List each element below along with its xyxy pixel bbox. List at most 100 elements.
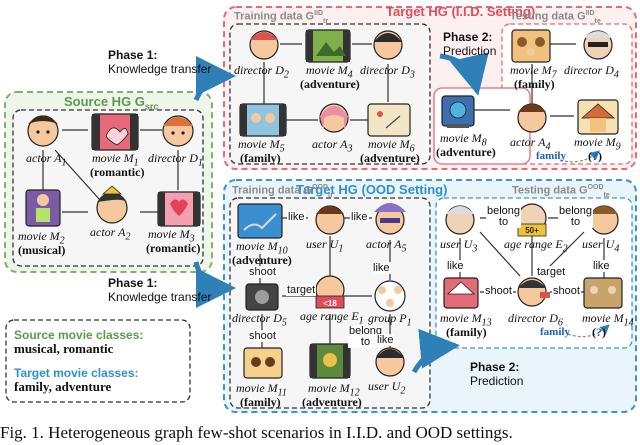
phase1-bottom-arrow: [193, 261, 236, 308]
class-movie-m3: (romantic): [146, 241, 201, 255]
class-movie-m10: (adventure): [232, 253, 292, 267]
actor-a4-icon: [517, 103, 547, 133]
label-user-u2: user U2: [368, 379, 406, 397]
label-user-u4: user U4: [582, 237, 620, 255]
label-movie-m5: movie M5: [238, 137, 285, 155]
class-movie-m1: (romantic): [90, 165, 145, 179]
class-movie-m5: (family): [240, 151, 281, 165]
movie-m4-icon: [305, 29, 351, 63]
label-movie-m6: movie M6: [368, 137, 415, 155]
label-director-d3: director D3: [360, 63, 415, 81]
movie-m5-icon: [239, 103, 287, 137]
ood-query-class: family: [540, 326, 570, 338]
label-actor-a2: actor A2: [90, 225, 131, 243]
actor-a2-icon: [96, 185, 128, 224]
director-d2-icon: [249, 30, 279, 60]
edge-target-1: target: [286, 284, 317, 296]
label-movie-m4: movie M4: [306, 63, 353, 81]
edge-shoot-1: shoot: [248, 266, 277, 278]
user-u1-icon: [315, 205, 345, 235]
ood-test-box: [435, 197, 633, 349]
label-movie-m12: movie M12: [308, 381, 360, 399]
class-movie-m6: (adventure): [360, 151, 420, 165]
label-actor-a1: actor A1: [26, 151, 67, 169]
label-movie-m7: movie M7: [510, 63, 557, 81]
class-movie-m8: (adventure): [436, 145, 496, 159]
actor-a3-icon: [319, 103, 349, 133]
class-movie-m4: (adventure): [300, 77, 360, 91]
edge-shoot-2: shoot: [248, 330, 277, 342]
edge-like-3: like: [372, 262, 391, 274]
edge-like-1: like: [287, 211, 306, 223]
actor-a5-icon: [374, 203, 406, 235]
movie-m3-icon: [157, 191, 201, 227]
class-movie-m7: (family): [514, 77, 555, 91]
director-d6-icon: [517, 277, 550, 307]
class-movie-m2: (musical): [18, 243, 66, 257]
legend-target: Target movie classes: family, adventure: [14, 366, 139, 394]
label-director-d4: director D4: [564, 63, 619, 81]
actor-a1-icon: [27, 115, 59, 147]
edge-shoot-3: shoot: [484, 285, 513, 297]
movie-m9-icon: [577, 99, 619, 135]
movie-m12-icon: [309, 343, 351, 379]
ood-query-arrow: [567, 324, 610, 338]
user-u4-icon: [589, 205, 619, 235]
class-movie-m12: (adventure): [302, 395, 362, 409]
edge-target-2: target: [536, 266, 567, 278]
movie-m13-icon: [443, 277, 479, 309]
movie-m6-icon: [367, 103, 411, 137]
label-actor-a5: actor A5: [366, 237, 407, 255]
group-p1-icon: [374, 280, 406, 312]
label-age-range-e1: age range E1: [300, 309, 364, 327]
label-movie-m14: movie M14: [582, 311, 634, 329]
director-d4-icon: [583, 30, 613, 60]
label-movie-m1: movie M1: [92, 151, 139, 169]
user-u3-icon: [445, 205, 475, 235]
director-d1-icon: [162, 115, 194, 147]
director-d3-icon: [373, 30, 403, 60]
movie-m1-icon: [91, 113, 139, 151]
phase2-bottom-label: Phase 2:Prediction: [470, 360, 524, 388]
label-movie-m13: movie M13: [440, 311, 492, 329]
label-actor-a3: actor A3: [312, 137, 353, 155]
ood-title: Target HG (OOD Setting): [296, 182, 448, 197]
iid-title: Target HG (I.I.D. Setting): [386, 4, 536, 19]
edge-like-4: like: [376, 334, 395, 346]
label-movie-m10: movie M10: [236, 239, 288, 257]
iid-query-arrow: [559, 150, 600, 163]
class-movie-m14: (?): [592, 325, 606, 339]
figure-caption: Fig. 1. Heterogeneous graph few-shot sce…: [0, 423, 513, 442]
iid-test-label: Testing data GIIDte: [510, 10, 601, 25]
edge-like-5: like: [446, 260, 465, 272]
edge-like-2: like: [350, 211, 369, 223]
source-edges: [42, 129, 179, 213]
movie-m10-icon: [237, 203, 283, 239]
director-d5-icon: [245, 283, 279, 311]
class-movie-m11: (family): [240, 395, 281, 409]
edge-shoot-4: shoot: [552, 285, 581, 297]
source-hg-inner: [12, 109, 204, 267]
label-movie-m8: movie M8: [440, 131, 487, 149]
label-movie-m11: movie M11: [236, 381, 287, 399]
phase2-top-arrow: [439, 52, 489, 96]
label-age-range-e2: age range E2: [504, 237, 568, 255]
movie-m2-icon: [25, 189, 61, 227]
legend-box: [5, 319, 191, 403]
label-movie-m2: movie M2: [18, 229, 65, 247]
label-director-d1: director D1: [148, 151, 203, 169]
label-director-d6: director D6: [508, 311, 563, 329]
class-movie-m9: (?): [588, 149, 602, 163]
label-movie-m3: movie M3: [148, 227, 195, 245]
age-badge-under18: <18: [323, 299, 337, 308]
movie-m8-icon: [441, 95, 475, 128]
movie-m14-icon: [583, 277, 623, 309]
movie-m11-icon: [243, 347, 283, 379]
phase2-bottom-arrow: [411, 328, 460, 374]
iid-query-class: family: [536, 150, 566, 162]
